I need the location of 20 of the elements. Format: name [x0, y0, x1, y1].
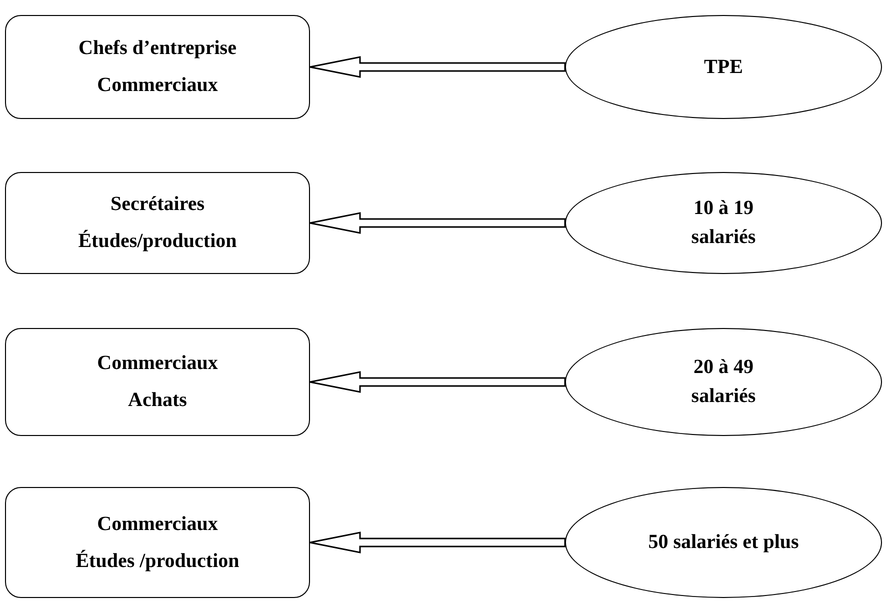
hollow-arrow [309, 532, 566, 554]
rounded-box [5, 172, 310, 274]
node-label: Études /production [76, 548, 240, 574]
rounded-box [5, 487, 310, 598]
hollow-arrow [309, 212, 566, 234]
rounded-box [5, 15, 310, 119]
node-label: Chefs d’entreprise [78, 36, 236, 61]
node-label: 10 à 19 salariés [690, 196, 757, 250]
hollow-arrow [309, 371, 566, 393]
node-label: Études/production [78, 228, 237, 254]
node-label: Secrétaires [110, 192, 205, 217]
node-label: Commerciaux [97, 73, 218, 98]
node-label: Commerciaux [97, 512, 218, 536]
rounded-box [5, 328, 310, 436]
node-label: 20 à 49 salariés [690, 355, 757, 409]
node-label: TPE [704, 54, 743, 80]
node-label: 50 salariés et plus [648, 530, 799, 555]
node-label: Achats [128, 388, 187, 413]
node-label: Commerciaux [97, 351, 218, 376]
hollow-arrow [309, 56, 566, 78]
